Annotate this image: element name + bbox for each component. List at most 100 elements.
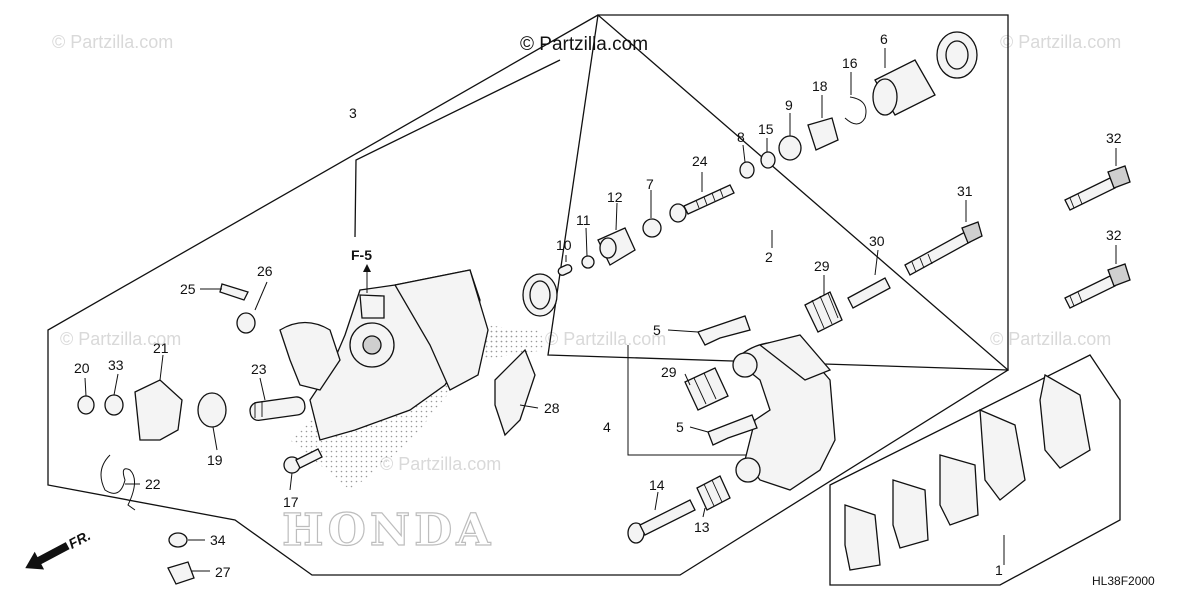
pad-outer: [1039, 373, 1091, 469]
callout-23: 23: [251, 361, 267, 377]
frame-4-bracket: [627, 345, 760, 456]
part-19-seal: [197, 392, 227, 428]
pad-shim-inner: [892, 479, 929, 549]
watermark-main: © Partzilla.com: [520, 34, 648, 55]
bracket-boss-upper: [732, 352, 758, 378]
pad-shim-outer: [979, 408, 1026, 501]
part-7-nut: [642, 218, 662, 238]
callout-7: 7: [646, 176, 654, 192]
callout-22: 22: [145, 476, 161, 492]
callout-20: 20: [74, 360, 90, 376]
part-9-spring: [778, 135, 802, 161]
part-24-bolt: [669, 184, 735, 223]
callout-33: 33: [108, 357, 124, 373]
callout-labels: 1 2 3 4 5 5 6 7 8 9 10 11 12 13 14 15 16…: [74, 31, 1122, 580]
callout-32-upper: 32: [1106, 130, 1122, 146]
watermark-text: © Partzilla.com: [990, 329, 1111, 349]
callout-5-lower: 5: [676, 419, 684, 435]
callout-3: 3: [349, 105, 357, 121]
part-seal-boot-inner: [945, 40, 969, 70]
callout-29-lower: 29: [661, 364, 677, 380]
callout-4: 4: [603, 419, 611, 435]
watermark-text: © Partzilla.com: [52, 32, 173, 52]
f5-arrow: [363, 264, 371, 272]
part-16-circlip: [844, 96, 867, 125]
part-14-bolt: [627, 499, 696, 544]
part-17-bolt: [283, 448, 323, 474]
direction-label: FR.: [66, 527, 93, 552]
bracket-top: [758, 334, 832, 381]
watermark-group: © Partzilla.com © Partzilla.com © Partzi…: [52, 32, 1121, 474]
parking-brake-parts: [77, 283, 536, 585]
callout-12: 12: [607, 189, 623, 205]
callout-9: 9: [785, 97, 793, 113]
callout-16: 16: [842, 55, 858, 71]
part-15-washer: [760, 151, 776, 169]
callout-18: 18: [812, 78, 828, 94]
part-18-clip: [807, 117, 839, 151]
part-13-boot: [696, 475, 731, 511]
part-11-ring: [581, 255, 595, 269]
part-28-bracket: [494, 348, 536, 437]
callout-15: 15: [758, 121, 774, 137]
frame-3-leader: [354, 59, 561, 238]
callout-32-lower: 32: [1106, 227, 1122, 243]
slide-pins: [627, 165, 1131, 544]
part-21-plate: [134, 379, 183, 441]
callout-17: 17: [283, 494, 299, 510]
part-25-bleeder: [219, 283, 249, 301]
callout-2: 2: [765, 249, 773, 265]
part-26-clip: [236, 312, 256, 334]
callout-30: 30: [869, 233, 885, 249]
caliper-bracket: [732, 334, 836, 491]
watermark-text: © Partzilla.com: [1000, 32, 1121, 52]
arrow-icon: [25, 542, 70, 570]
caliper-body: F-5: [279, 247, 489, 441]
part-5-upper: [697, 315, 751, 346]
pad-inner: [939, 454, 979, 526]
callout-24: 24: [692, 153, 708, 169]
diagram-code: HL38F2000: [1092, 574, 1155, 588]
honda-logo-text: HONDA: [282, 505, 494, 556]
assembly-frames: [47, 14, 1121, 586]
part-22-spring: [100, 454, 136, 511]
callout-11: 11: [576, 212, 591, 228]
brake-pads: [844, 373, 1091, 571]
pad-plate: [844, 504, 881, 571]
part-34-cap: [168, 532, 188, 548]
watermark-text: © Partzilla.com: [60, 329, 181, 349]
part-27-valve: [167, 561, 195, 585]
callout-21: 21: [153, 340, 169, 356]
piston-stack: [522, 31, 978, 317]
frame-3: [47, 14, 1010, 576]
callout-5-upper: 5: [653, 322, 661, 338]
part-seal-large-inner: [529, 280, 551, 310]
pad-retainers: [697, 315, 758, 446]
callout-29-upper: 29: [814, 258, 830, 274]
part-30-pin: [847, 277, 891, 309]
callout-34: 34: [210, 532, 226, 548]
frame-1: [829, 354, 1121, 586]
callout-27: 27: [215, 564, 231, 580]
callout-31: 31: [957, 183, 973, 199]
callout-8: 8: [737, 129, 745, 145]
part-33-washer: [104, 394, 124, 416]
bracket-boss-lower: [735, 457, 761, 483]
caliper-bridge: [393, 269, 489, 391]
watermark-text: © Partzilla.com: [380, 454, 501, 474]
watermark-text: © Partzilla.com: [545, 329, 666, 349]
part-32-bolt-upper: [1064, 165, 1131, 211]
callout-13: 13: [694, 519, 710, 535]
part-29-boot-upper: [804, 291, 843, 333]
callout-leaders: [84, 48, 1117, 572]
part-10-pin: [557, 264, 573, 276]
caliper-lever: [279, 321, 341, 391]
callout-26: 26: [257, 263, 273, 279]
callout-1: 1: [995, 562, 1003, 578]
callout-10: 10: [556, 237, 572, 253]
part-8-washer: [739, 161, 755, 179]
callout-19: 19: [207, 452, 223, 468]
f5-label: F-5: [351, 247, 372, 263]
callout-28: 28: [544, 400, 560, 416]
